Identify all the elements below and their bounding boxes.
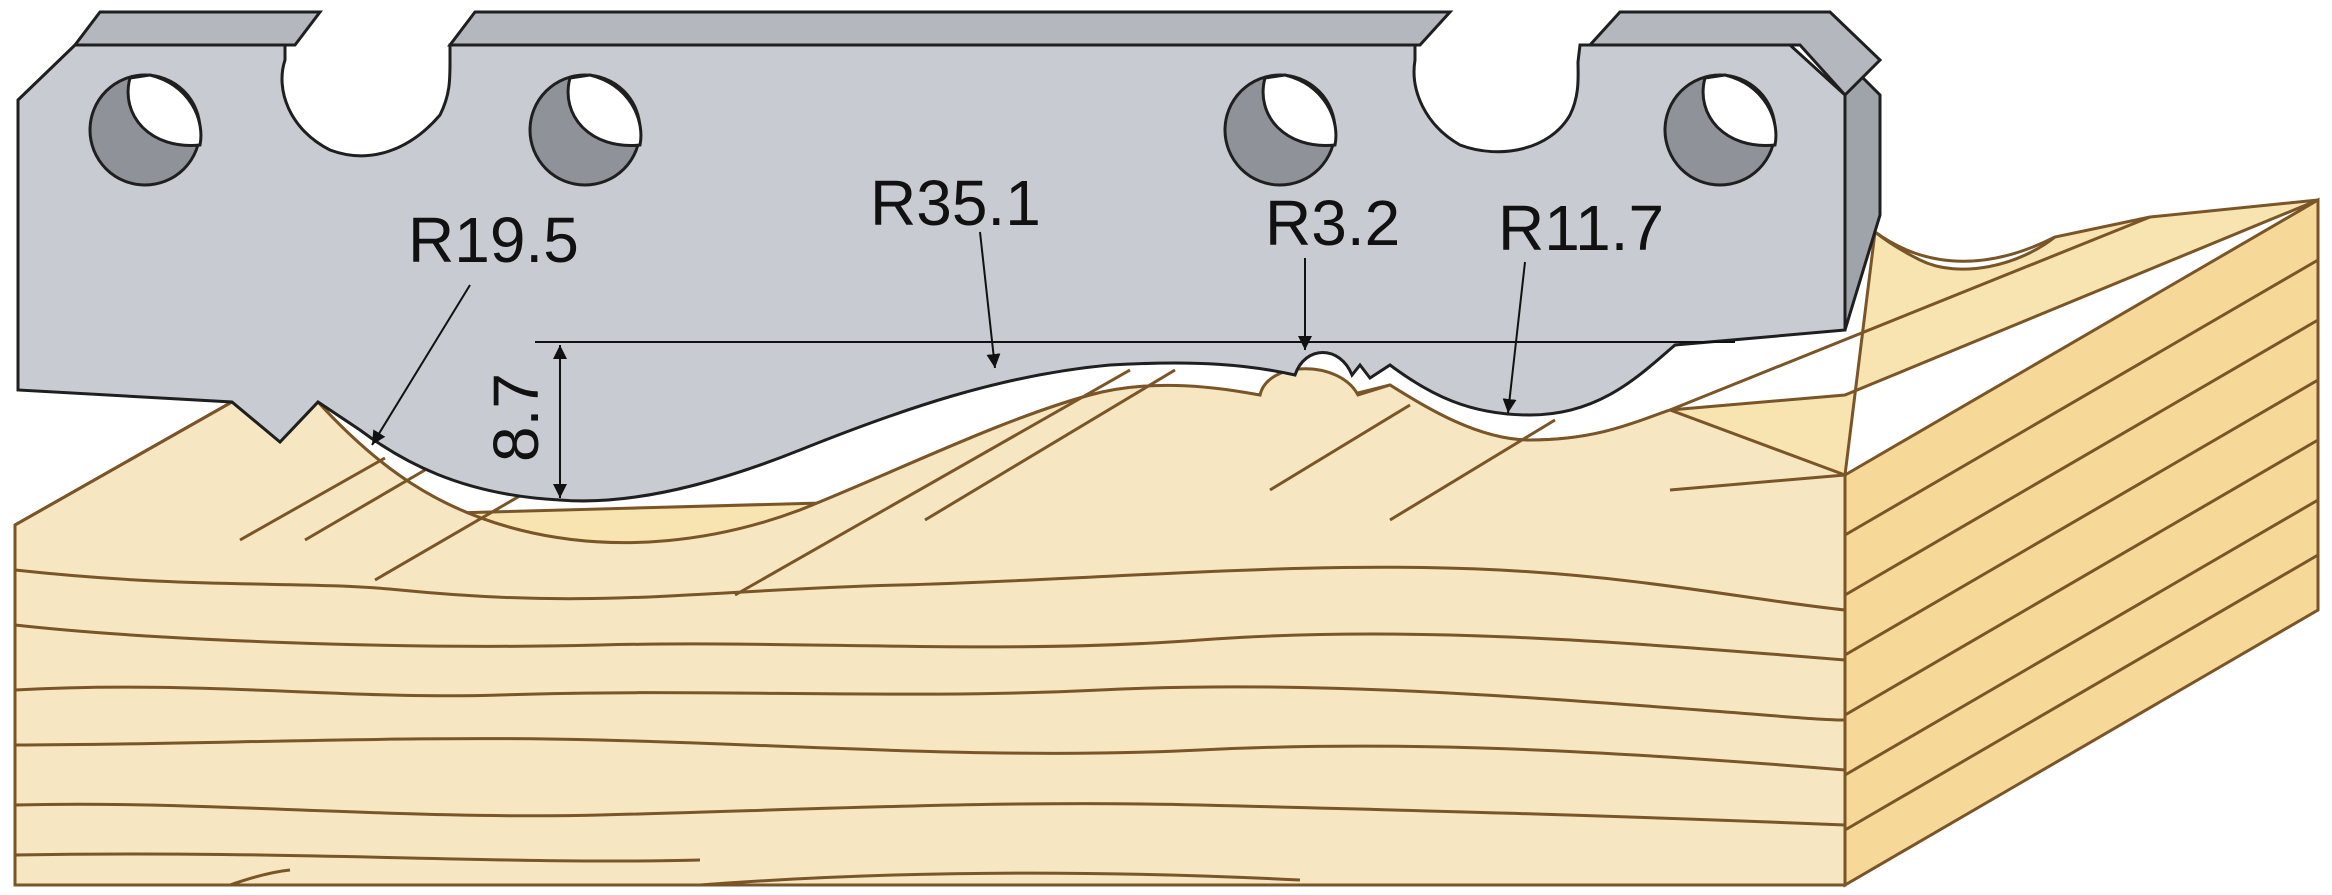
mounting-hole-4: [1663, 73, 1778, 187]
profile-knife: [16, 10, 1883, 503]
knife-face: [16, 43, 1847, 503]
label-r35-1: R35.1: [870, 167, 1041, 239]
label-r19-5: R19.5: [408, 204, 579, 276]
wood-front-face: [13, 367, 1847, 887]
mounting-hole-3: [1223, 73, 1338, 187]
label-height-8-7: 8.7: [480, 373, 552, 462]
r19-5-leader: [371, 284, 471, 446]
wood-grain: [14, 565, 1846, 887]
mounting-hole-1: [88, 73, 203, 187]
wood-workpiece: [13, 197, 2320, 888]
r11-7-leader: [1502, 261, 1526, 414]
label-r11-7: R11.7: [1498, 192, 1664, 264]
wood-profile-ridges: [14, 215, 2151, 597]
mounting-hole-2: [528, 73, 643, 187]
dimensions: [371, 231, 1735, 498]
r35-1-leader: [979, 231, 1001, 369]
label-r3-2: R3.2: [1265, 187, 1400, 259]
wood-side-stripes: [1844, 258, 2319, 832]
